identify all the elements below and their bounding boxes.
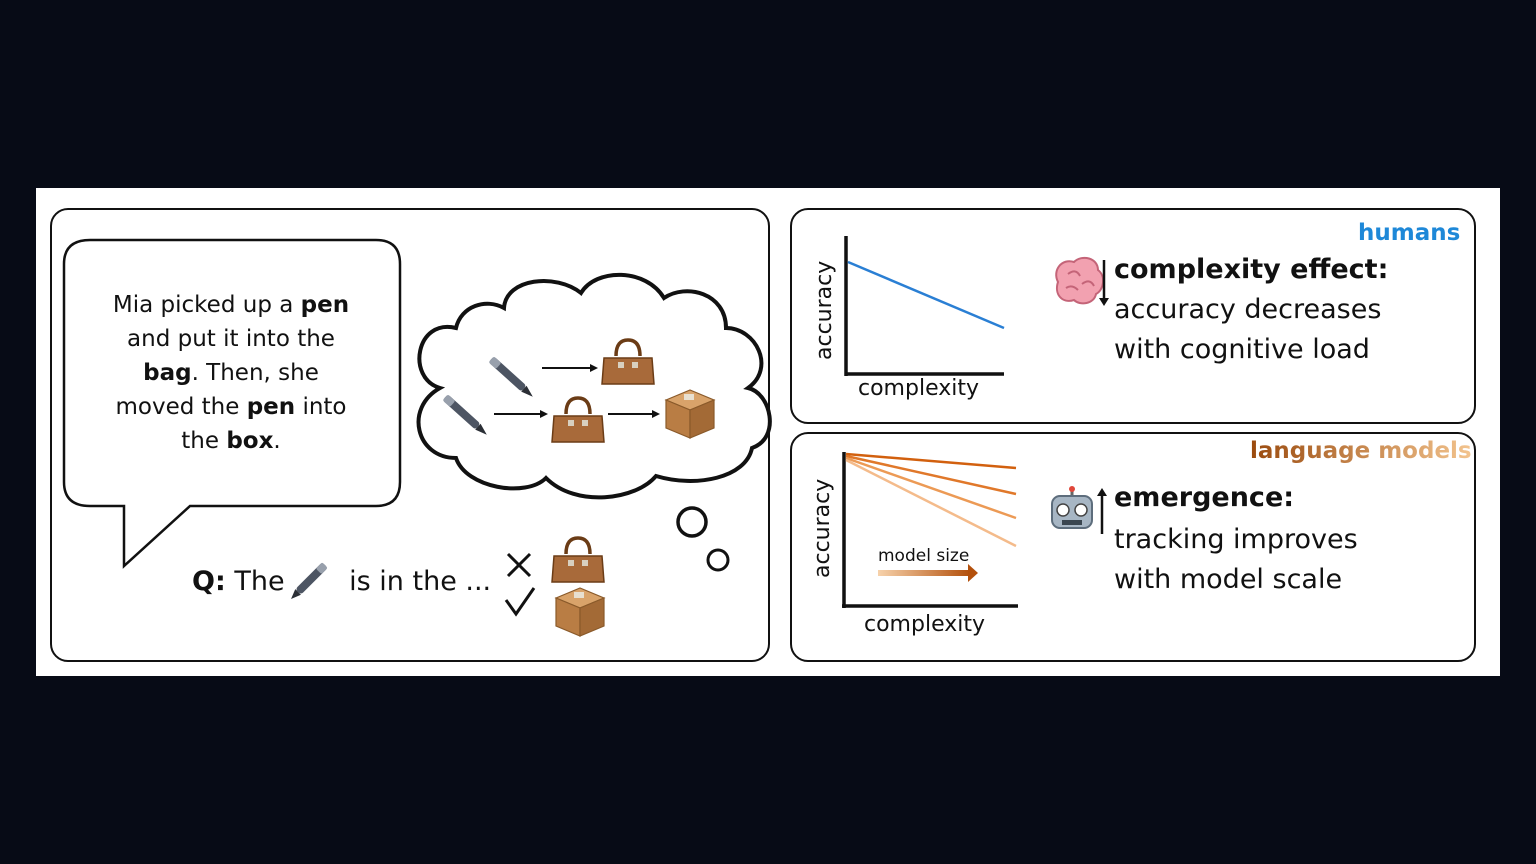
story-line: the xyxy=(181,428,227,454)
accuracy-line xyxy=(845,454,1017,496)
question-prefix: Q: xyxy=(192,566,226,597)
pen-icon xyxy=(489,357,533,397)
handbag-icon xyxy=(551,536,605,583)
humans-claim-line: with cognitive load xyxy=(1114,334,1370,365)
figure: Mia picked up a pen and put it into the … xyxy=(36,188,1500,676)
package-box-icon xyxy=(664,389,716,439)
story-line: Mia picked up a xyxy=(112,292,301,318)
speech-bubble-outline xyxy=(62,238,402,569)
humans-claim-body: accuracy decreases with cognitive load xyxy=(1114,290,1381,370)
story-bold: box xyxy=(226,428,274,454)
accuracy-line xyxy=(845,452,1017,470)
accuracy-line xyxy=(845,458,1017,548)
model-size-label: model size xyxy=(878,546,970,566)
language-models-claim-title: emergence: xyxy=(1114,482,1295,513)
up-arrow-icon xyxy=(1097,488,1107,534)
question-text-pre: The xyxy=(225,566,285,597)
question-text-post: is in the ... xyxy=(340,566,492,597)
story-line: . xyxy=(273,428,281,454)
model-size-arrow xyxy=(878,570,970,576)
handbag-icon xyxy=(601,338,655,385)
story-drawing xyxy=(62,238,772,637)
thought-cloud xyxy=(416,272,772,500)
humans-xlabel: complexity xyxy=(858,376,979,401)
language-models-claim-body: tracking improves with model scale xyxy=(1114,520,1358,600)
story-bold: bag xyxy=(143,360,192,386)
story-bold: pen xyxy=(300,292,350,318)
story-line: moved the xyxy=(115,394,247,420)
accuracy-line xyxy=(845,456,1017,520)
story-line: into xyxy=(295,394,347,420)
language-models-panel xyxy=(790,432,1476,662)
thought-circle-large xyxy=(676,506,708,538)
handbag-icon xyxy=(551,396,605,443)
down-arrow-icon xyxy=(1099,260,1109,306)
language-models-claim-line: with model scale xyxy=(1114,564,1343,595)
humans-claim-title: complexity effect: xyxy=(1114,254,1389,285)
language-models-chart xyxy=(842,452,1018,608)
language-models-tag: language models xyxy=(1250,438,1472,464)
humans-claim-line: accuracy decreases xyxy=(1114,294,1382,325)
story-text: Mia picked up a pen and put it into the … xyxy=(102,288,360,458)
humans-panel xyxy=(790,208,1476,424)
robot-icon xyxy=(1051,486,1093,529)
story-line: and put it into the xyxy=(127,326,335,352)
humans-tag: humans xyxy=(1358,220,1461,246)
thought-circle-small xyxy=(706,548,730,572)
package-box-icon xyxy=(554,587,606,637)
model-size-arrowhead xyxy=(968,564,978,582)
pen-icon xyxy=(443,395,487,435)
language-models-claim-line: tracking improves xyxy=(1114,524,1358,555)
humans-chart xyxy=(844,236,1005,376)
cross-icon xyxy=(506,552,532,578)
pen-icon xyxy=(291,563,327,599)
story-line: . Then, she xyxy=(191,360,319,386)
question: Q: The is in the ... xyxy=(192,566,491,597)
story-bold: pen xyxy=(246,394,296,420)
accuracy-lines xyxy=(845,452,1017,548)
humans-ylabel: accuracy xyxy=(812,260,837,360)
checkmark-icon xyxy=(504,587,536,617)
language-models-xlabel: complexity xyxy=(864,612,985,637)
accuracy-line xyxy=(847,260,1005,330)
language-models-ylabel: accuracy xyxy=(810,478,835,578)
